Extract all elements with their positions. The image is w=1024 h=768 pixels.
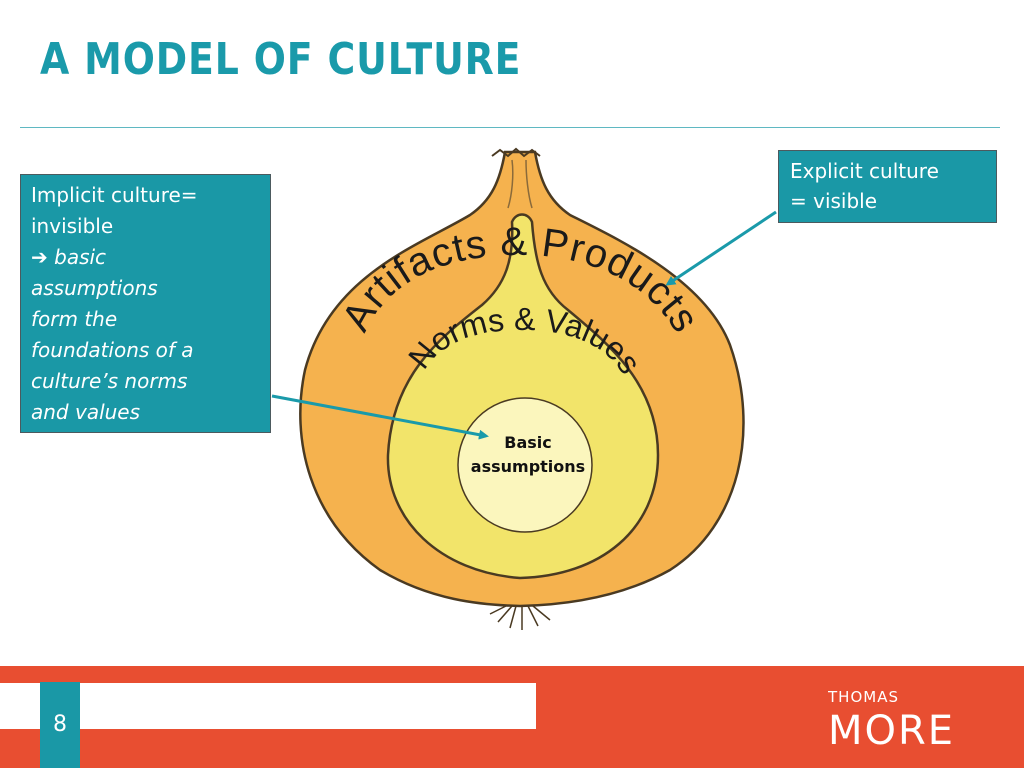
page-number-box: 8 — [40, 682, 80, 768]
arrow-right-icon: ➔ — [31, 245, 48, 269]
implicit-culture-callout: Implicit culture= invisible ➔ basic assu… — [20, 174, 271, 433]
implicit-callout-italic-2: form the — [31, 307, 118, 331]
implicit-callout-italic-1: assumptions — [31, 276, 158, 300]
implicit-callout-italic-0: basic — [54, 245, 107, 269]
implicit-callout-italic-4: culture’s norms — [31, 369, 188, 393]
implicit-callout-italic-3: foundations of a — [31, 338, 194, 362]
implicit-callout-italic-5: and values — [31, 400, 141, 424]
footer-white-strip — [0, 683, 536, 729]
explicit-culture-callout: Explicit culture = visible — [778, 150, 997, 223]
explicit-callout-line2: = visible — [790, 189, 878, 213]
onion-top-tuft — [491, 147, 541, 158]
onion-roots — [489, 605, 551, 630]
implicit-callout-line2: invisible — [31, 214, 114, 238]
logo-bottom-text: MORE — [828, 708, 955, 752]
explicit-callout-line1: Explicit culture — [790, 159, 939, 183]
onion-stem — [507, 159, 533, 209]
page-number: 8 — [53, 712, 67, 737]
title-divider — [20, 127, 1000, 128]
page-title: A MODEL OF CULTURE — [40, 34, 522, 85]
explicit-arrow — [665, 210, 777, 286]
core-label-line2: assumptions — [471, 457, 585, 476]
core-label-line1: Basic — [504, 433, 551, 452]
implicit-arrow — [271, 394, 489, 440]
logo-top-text: THOMAS — [828, 688, 899, 706]
implicit-callout-body: ➔ basic — [31, 242, 260, 273]
onion-core — [457, 397, 593, 533]
onion-middle-layer — [386, 213, 660, 580]
implicit-callout-line1: Implicit culture= — [31, 183, 198, 207]
thomas-more-logo: THOMAS MORE — [828, 688, 955, 752]
